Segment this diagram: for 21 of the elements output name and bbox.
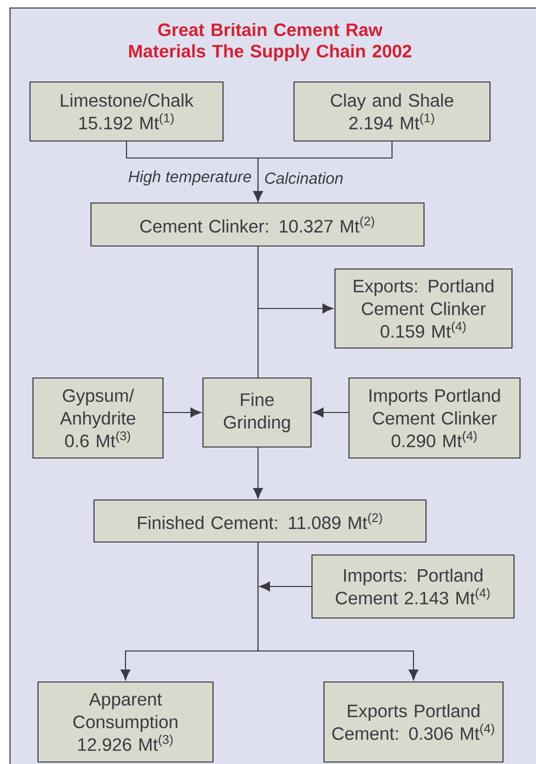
process-label: Calcination bbox=[265, 172, 343, 184]
arrow bbox=[257, 542, 418, 680]
arrow bbox=[253, 142, 393, 202]
process-box: Finished Cement: 11.089 Mt$^{(2)}$ bbox=[93, 499, 427, 543]
arrow bbox=[253, 447, 263, 499]
process-box: Cement Clinker: 10.327 Mt$^{(2)}$ bbox=[90, 202, 425, 247]
process-box: Gypsum/ Anhydrite 0.6 Mt$^{(3)}$ bbox=[32, 377, 164, 459]
process-box: Exports Portland Cement: 0.306 Mt$^{(4)}$ bbox=[323, 681, 504, 763]
process-label: High temperature bbox=[128, 170, 252, 186]
process-box: Apparent Consumption 12.926 Mt$^{(3)}$ bbox=[37, 681, 214, 763]
process-box: Imports Portland Cement Clinker 0.290 Mt$^{(4)}$ bbox=[348, 377, 521, 459]
arrow bbox=[259, 582, 312, 592]
process-box: Clay and Shale 2.194 Mt$^{(1)}$ bbox=[293, 81, 491, 142]
arrow bbox=[312, 408, 348, 418]
arrow bbox=[164, 408, 202, 418]
process-box: Limestone/Chalk 15.192 Mt$^{(1)}$ bbox=[29, 81, 224, 142]
process-box: Exports: Portland Cement Clinker 0.159 Mt$^{(4)}$ bbox=[334, 268, 513, 349]
process-box: Fine Grinding bbox=[202, 377, 312, 448]
title: Great Britain Cement Raw Materials The Supply Chain 2002 bbox=[129, 22, 412, 62]
arrow bbox=[257, 246, 334, 314]
process-box: Imports: Portland Cement 2.143 Mt$^{(4)}$ bbox=[311, 554, 515, 619]
